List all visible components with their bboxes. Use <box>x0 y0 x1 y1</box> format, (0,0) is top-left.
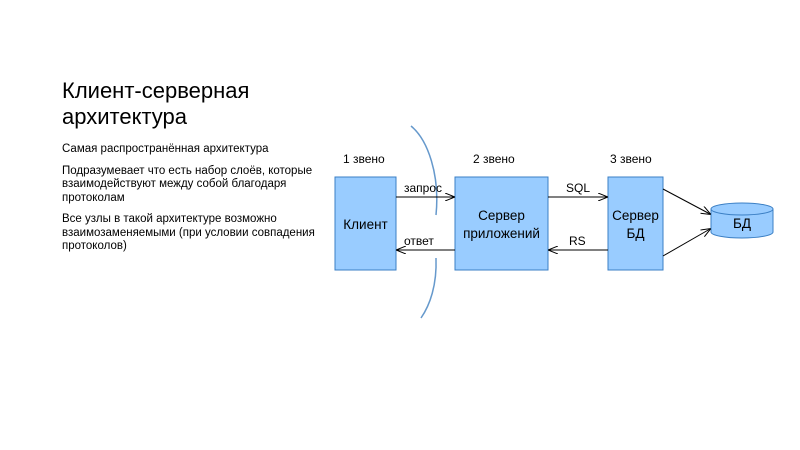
tier-label-3: 3 звено <box>610 152 652 166</box>
client-node <box>334 176 397 271</box>
database-label: БД <box>733 216 751 231</box>
response-label: ответ <box>404 234 434 248</box>
database-icon <box>710 202 774 239</box>
client-node-label: Клиент <box>343 217 387 232</box>
boundary-curve-top <box>410 125 438 216</box>
db-connector-top <box>662 188 710 214</box>
boundary-curve-bottom <box>420 257 437 319</box>
paragraph-2: Подразумевает что есть набор слоёв, кото… <box>62 164 313 204</box>
app-server-node-label-line-2: приложений <box>463 226 540 241</box>
db-server-node-label-line-2: БД <box>626 226 644 241</box>
slide-title: Клиент-серверная архитектура <box>62 78 250 129</box>
paragraph-3: Все узлы в такой архитектуре возможно вз… <box>62 213 315 252</box>
rs-label: RS <box>569 234 586 248</box>
sql-label: SQL <box>566 181 590 195</box>
paragraph-1: Самая распространённая архитектура <box>62 143 269 155</box>
tier-label-1: 1 звено <box>343 152 385 166</box>
app-server-node <box>454 176 549 271</box>
db-server-node-label-line-1: Сервер <box>612 208 659 223</box>
slide-body: Самая распространённая архитектура Подра… <box>62 143 324 262</box>
tier-label-2: 2 звено <box>473 152 515 166</box>
db-server-node <box>607 176 664 271</box>
db-connector-bottom <box>662 229 710 257</box>
request-label: запрос <box>404 181 442 195</box>
app-server-node-label-line-1: Сервер <box>478 208 525 223</box>
